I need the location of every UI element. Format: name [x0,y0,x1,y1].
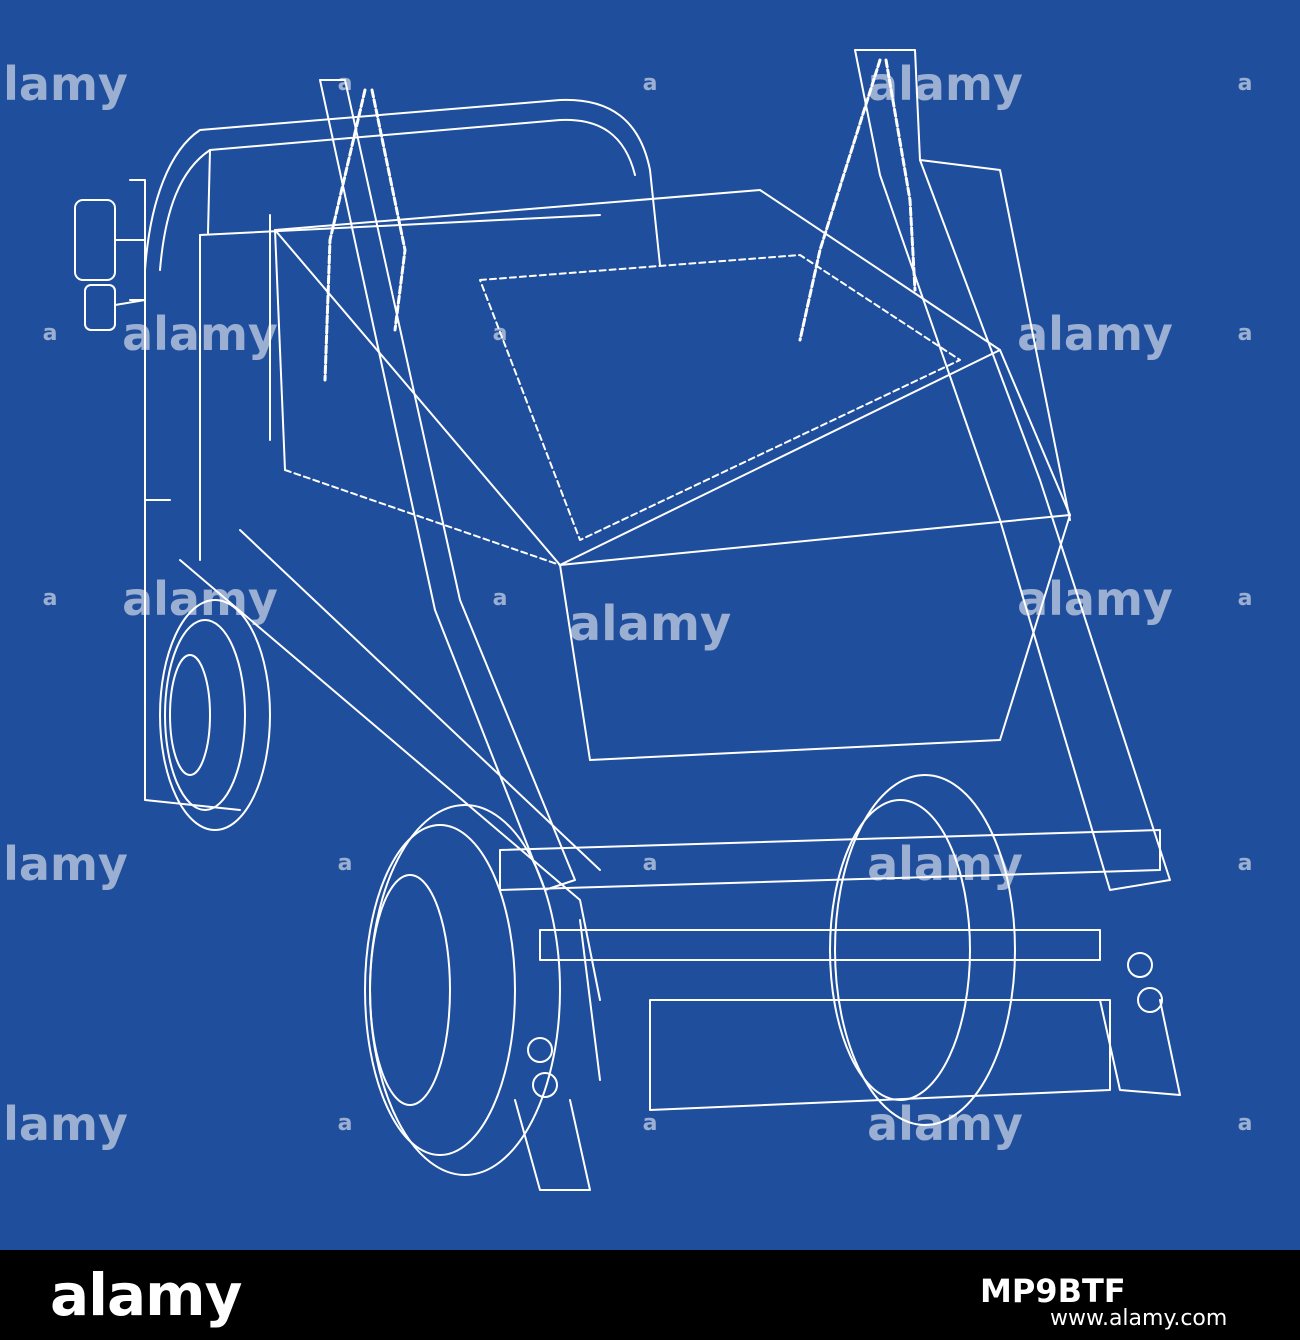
alamy-a-icon: a [1238,1111,1253,1136]
watermark-text: alamy [0,1097,128,1151]
truck-wireframe-drawing: alamy alamy a a a alamy alamy a a a alamy alamy a a a a… [0,0,1300,1250]
alamy-a-icon: a [43,586,58,611]
stabilizer-legs [514,999,1181,1191]
watermark-text: alamy [0,57,128,111]
alamy-a-icon: a [643,71,658,96]
alamy-a-icon: a [643,851,658,876]
watermark-text: alamy [122,572,278,626]
alamy-a-icon: a [1238,586,1253,611]
alamy-a-icon: a [1238,71,1253,96]
rear-lights [527,952,1163,1098]
alamy-a-icon: a [643,1111,658,1136]
alamy-a-icon: a [338,851,353,876]
alamy-a-icon: a [1238,321,1253,346]
skip-container [274,189,1071,761]
blueprint-illustration: alamy alamy a a a alamy alamy a a a alamy alamy a a a a… [0,0,1300,1250]
alamy-a-icon: a [493,586,508,611]
watermark-text: alamy [867,57,1023,111]
chassis-frame [179,529,1161,1111]
alamy-a-icon: a [43,321,58,346]
watermark-text: alamy [122,307,278,361]
lift-arms [319,49,1171,891]
front-wheel [159,599,271,831]
rear-wheels [364,774,1016,1176]
watermark-text: alamy [1017,572,1173,626]
watermark-text: alamy [0,837,128,891]
brand-logo: alamy [50,1261,242,1329]
alamy-a-icon: a [1238,851,1253,876]
watermark-text: alamy [867,1097,1023,1151]
footer-bar: alamy MP9BTF www.alamy.com [0,1250,1300,1340]
truck-wireframe [74,49,1181,1191]
alamy-a-icon: a [493,321,508,346]
site-url: www.alamy.com [1050,1306,1228,1331]
watermark-layer: alamy alamy a a a alamy alamy a a a alamy alamy a a a a… [0,57,1252,1151]
watermark-text: alamy [867,837,1023,891]
alamy-a-icon: a [338,71,353,96]
side-mirrors [74,199,146,331]
alamy-a-icon: a [338,1111,353,1136]
chains [323,58,917,382]
image-id: MP9BTF [980,1272,1126,1310]
watermark-text-center: alamy [569,596,732,652]
watermark-text: alamy [1017,307,1173,361]
